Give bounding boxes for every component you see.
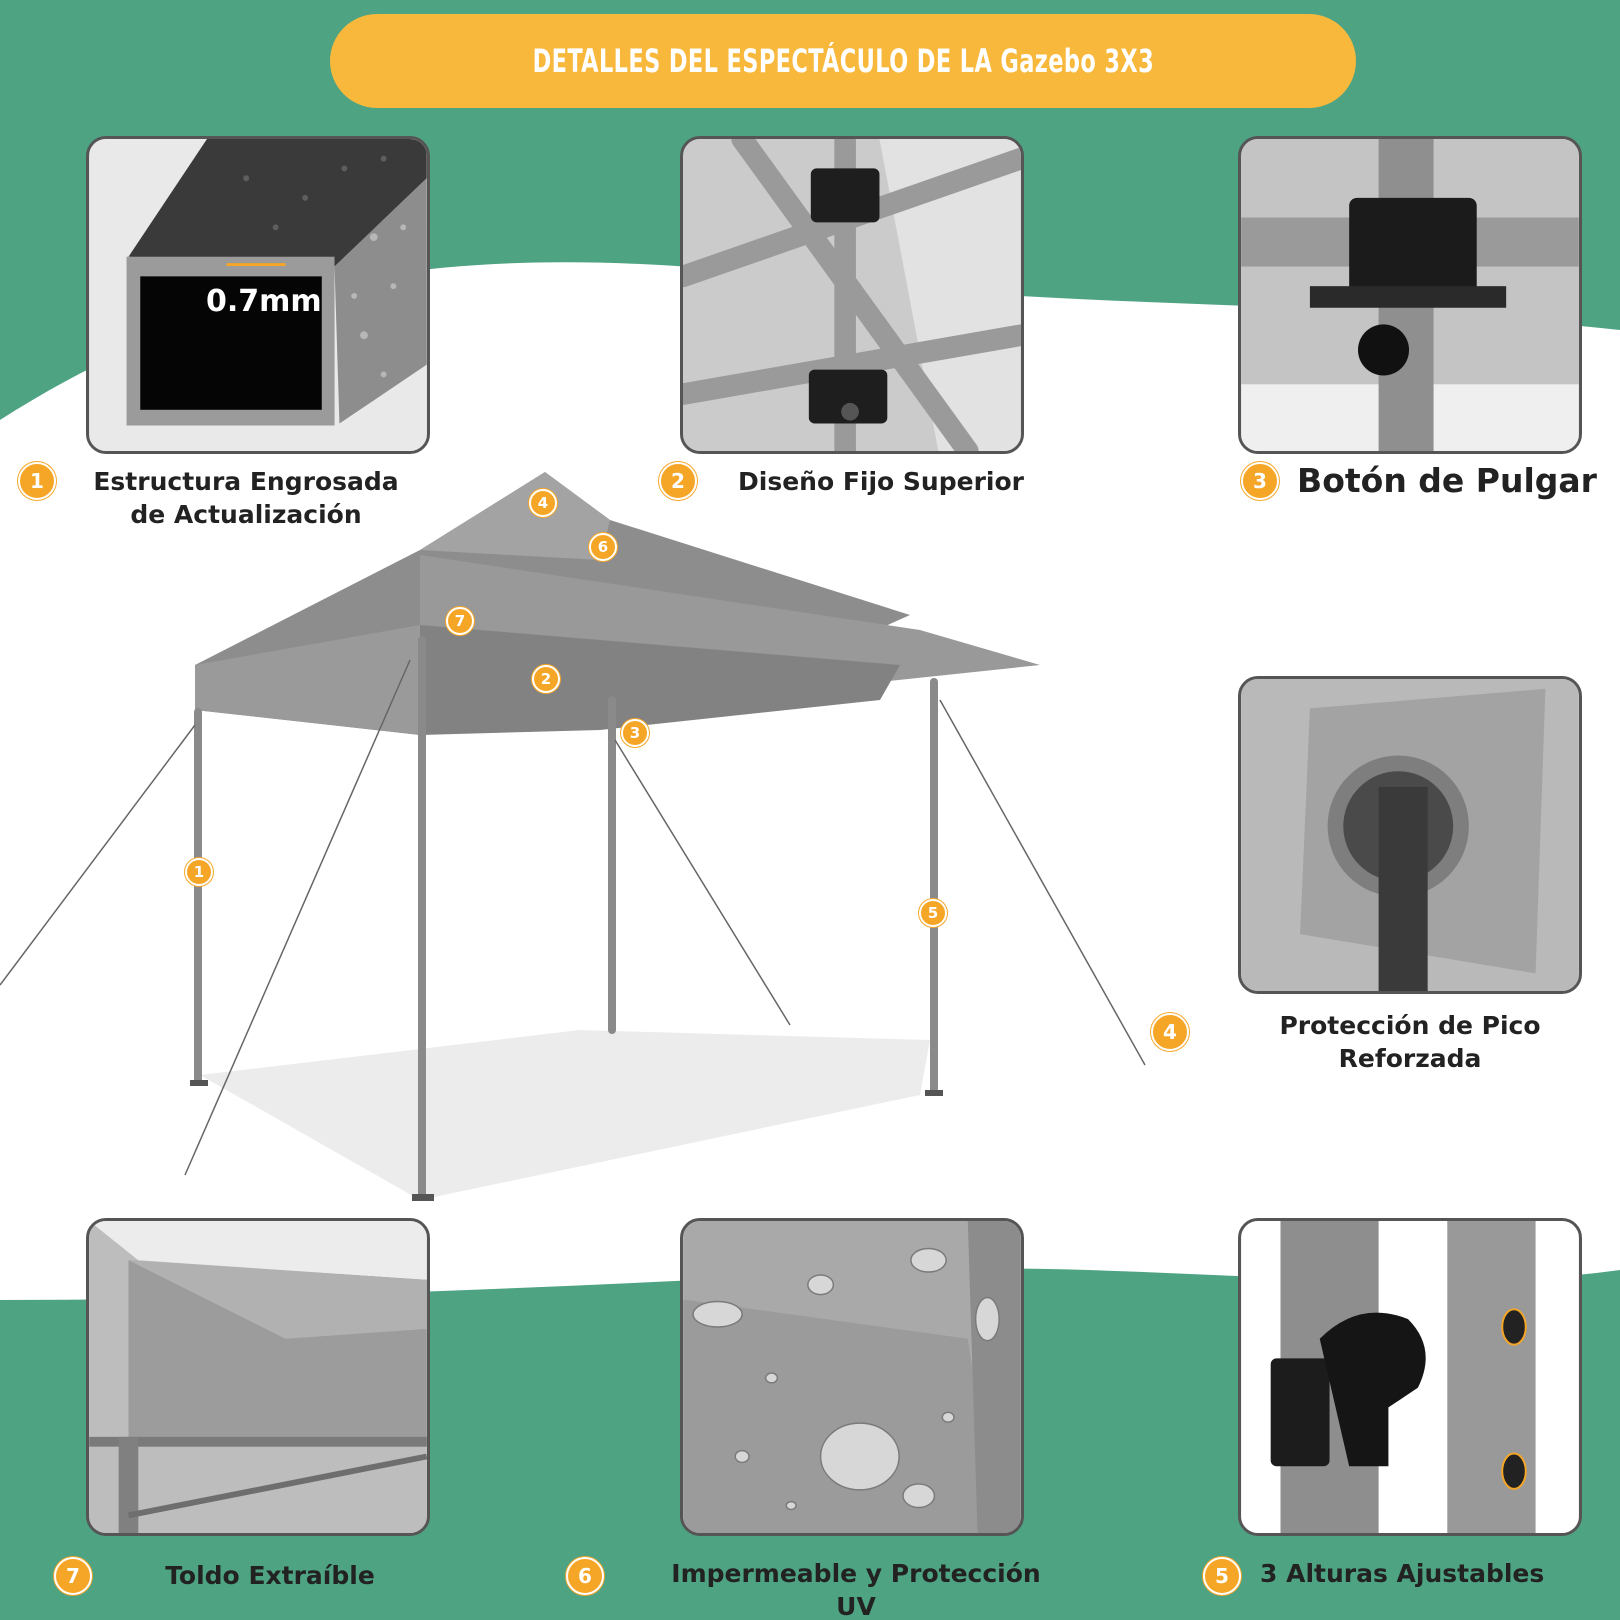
awning-illustration: [89, 1221, 427, 1533]
feature-label-4: Protección de Pico Reforzada: [1238, 1010, 1582, 1075]
panel-peak-protection: [1238, 676, 1582, 994]
panel-adjustable-heights: [1238, 1218, 1582, 1536]
thumb-button-illustration: [1241, 139, 1579, 451]
peak-protection-illustration: [1241, 679, 1579, 991]
callout-badge-4: 4: [529, 489, 557, 517]
feature-label-5: 3 Alturas Ajustables: [1260, 1559, 1545, 1588]
feature-badge-3: 3: [1241, 462, 1279, 500]
feature-label-1-line1: Estructura Engrosada: [93, 467, 399, 496]
banner-title: DETALLES DEL ESPECTÁCULO DE LA Gazebo 3X…: [532, 42, 1154, 80]
feature-label-1: Estructura Engrosada de Actualización: [86, 466, 406, 531]
callout-badge-1: 1: [185, 858, 213, 886]
panel-top-fixed-design: [680, 136, 1024, 454]
panel-thumb-button: [1238, 136, 1582, 454]
title-banner: DETALLES DEL ESPECTÁCULO DE LA Gazebo 3X…: [330, 14, 1356, 108]
feature-badge-5: 5: [1203, 1557, 1241, 1595]
feature-badge-7: 7: [54, 1557, 92, 1595]
feature-label-1-line2: de Actualización: [130, 499, 362, 529]
top-joint-illustration: [683, 139, 1021, 451]
feature-label-2: Diseño Fijo Superior: [738, 467, 1024, 496]
panel-thick-frame: [86, 136, 430, 454]
feature-label-3: Botón de Pulgar: [1297, 461, 1597, 500]
tube-illustration: [89, 139, 427, 451]
thickness-measure: 0.7mm: [206, 284, 322, 319]
callout-badge-7: 7: [446, 607, 474, 635]
height-pin-illustration: [1241, 1221, 1579, 1533]
feature-badge-1: 1: [18, 462, 56, 500]
callout-badge-6: 6: [589, 533, 617, 561]
feature-label-4-line1: Protección de Pico: [1279, 1011, 1541, 1040]
callout-badge-4-rope: 4: [1151, 1013, 1189, 1051]
panel-waterproof: [680, 1218, 1024, 1536]
feature-badge-6: 6: [566, 1557, 604, 1595]
callout-badge-5: 5: [919, 899, 947, 927]
waterproof-fabric-illustration: [683, 1221, 1021, 1533]
callout-badge-2: 2: [532, 665, 560, 693]
feature-label-6: Impermeable y Protección UV: [671, 1559, 1041, 1620]
feature-label-7: Toldo Extraíble: [165, 1561, 375, 1590]
feature-label-4-line2: Reforzada: [1338, 1043, 1482, 1073]
feature-badge-2: 2: [659, 462, 697, 500]
panel-removable-awning: [86, 1218, 430, 1536]
callout-badge-3: 3: [621, 719, 649, 747]
